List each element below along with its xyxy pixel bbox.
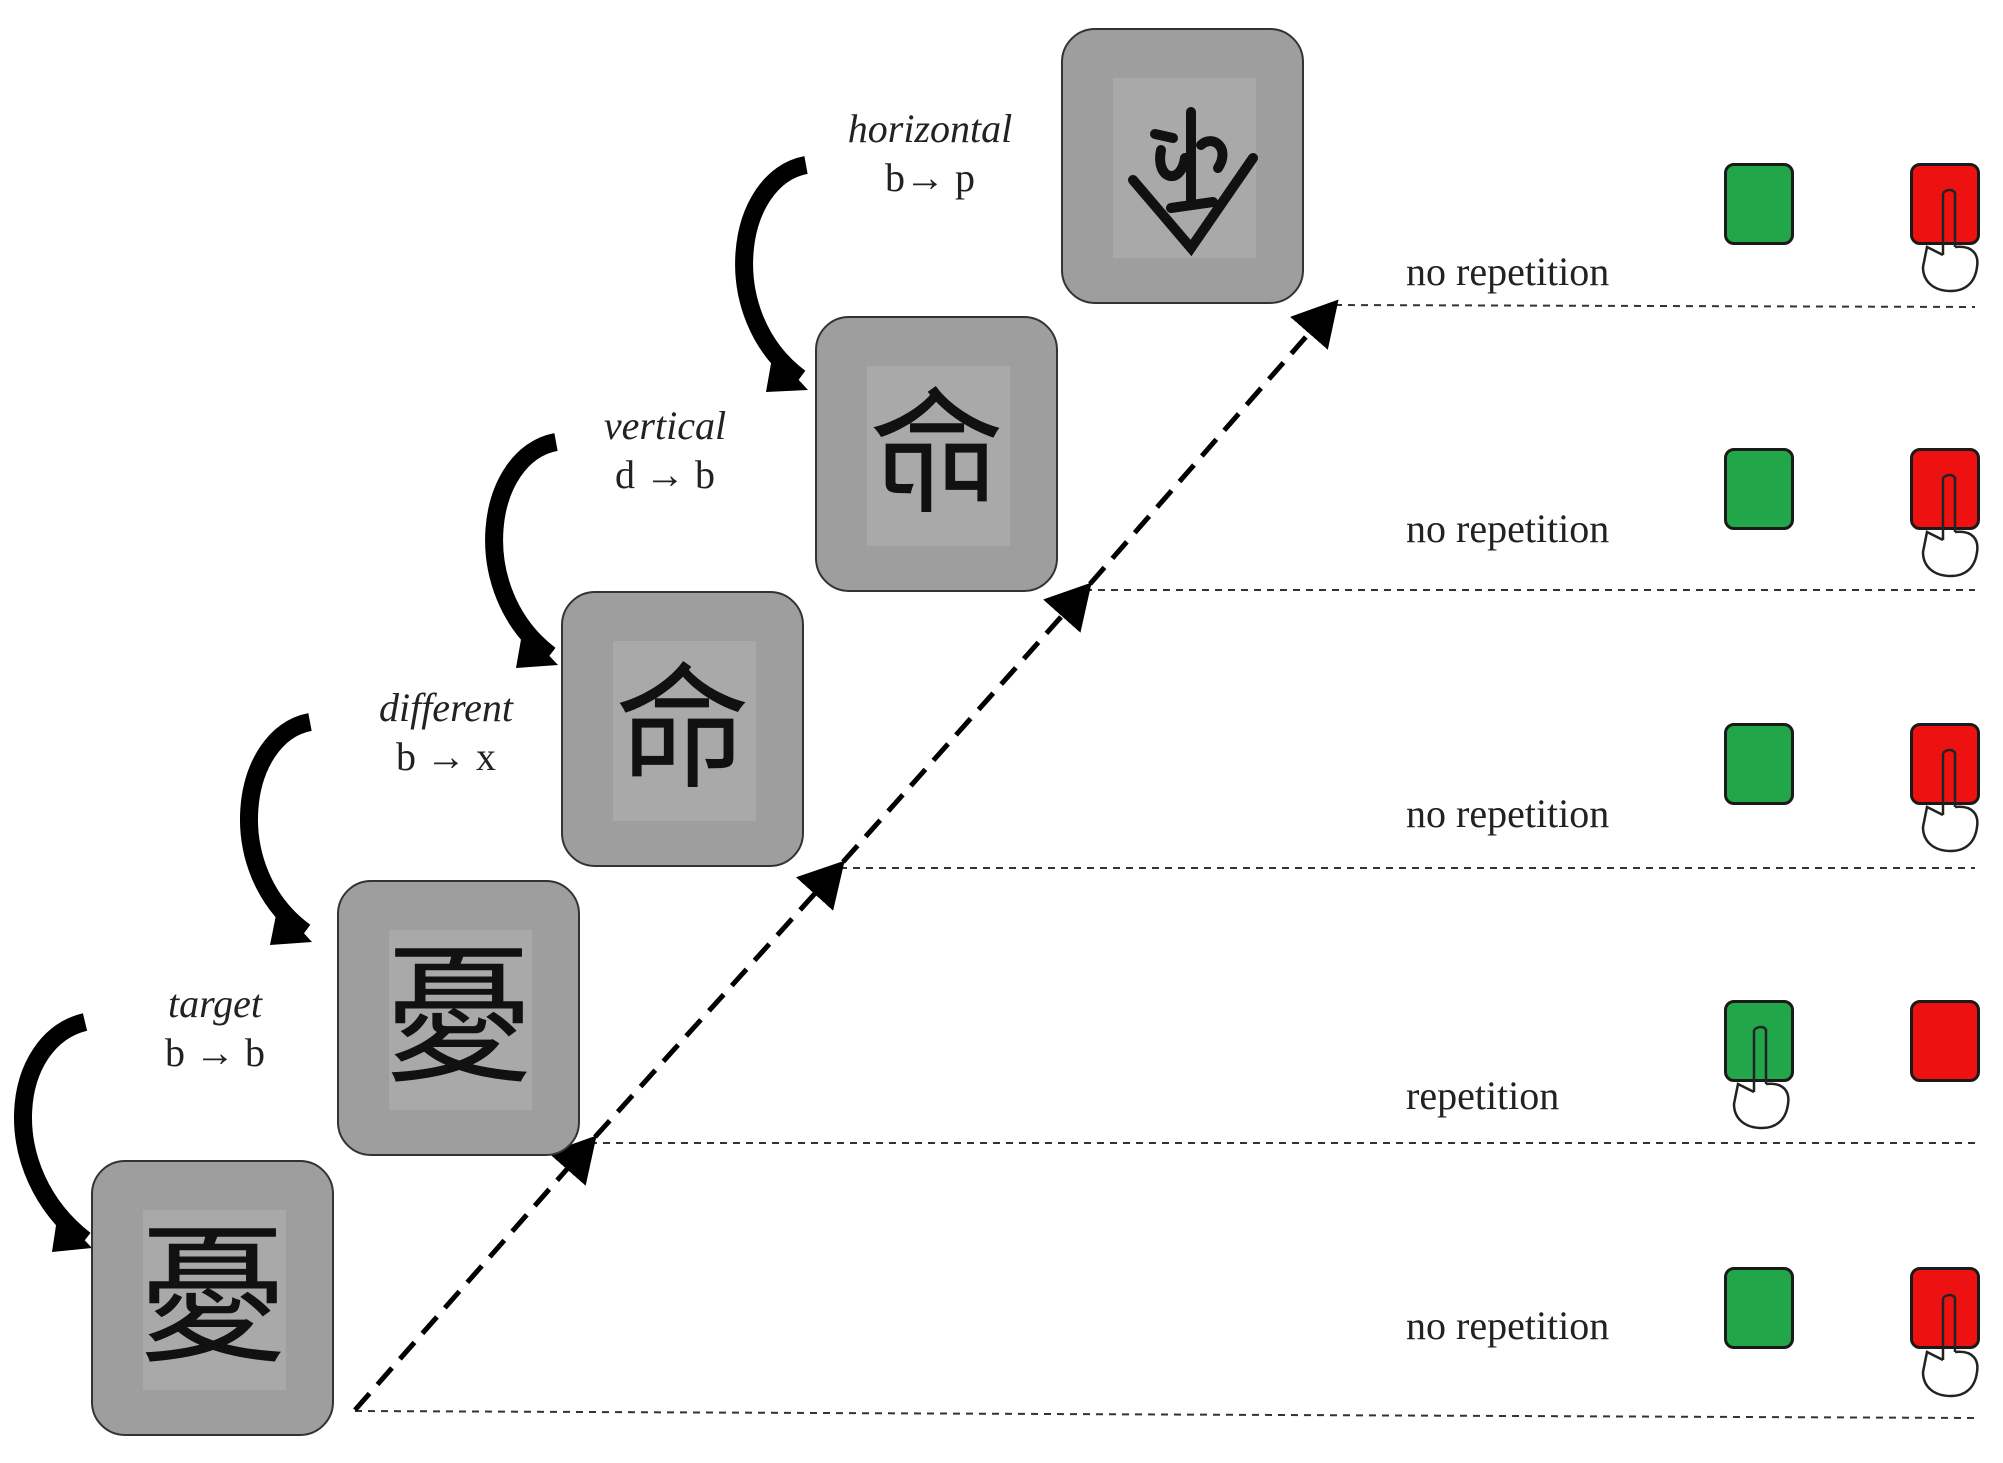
transition-name: different xyxy=(378,685,514,730)
diagonal-arrow-2 xyxy=(593,860,845,1139)
rotated-character-glyph xyxy=(1128,107,1258,257)
transition-rule: d → b xyxy=(615,452,715,497)
outcome-label-row-4: no repetition xyxy=(1406,506,1610,551)
transition-name: vertical xyxy=(603,403,727,448)
transition-label-different: different b → x xyxy=(326,684,566,780)
curved-arrow-1 xyxy=(14,1013,91,1248)
transition-rule: b → b xyxy=(165,1030,265,1075)
stimulus-card-inner xyxy=(613,641,756,821)
curved-arrow-2 xyxy=(240,713,313,940)
curved-arrow-4-head xyxy=(766,352,808,392)
curved-arrow-4 xyxy=(735,156,809,386)
transition-name: horizontal xyxy=(847,106,1013,151)
diagonal-arrow-4 xyxy=(1088,299,1339,586)
transition-name: target xyxy=(167,981,263,1026)
transition-label-horizontal: horizontal b→ p xyxy=(810,105,1050,201)
transition-rule: b→ p xyxy=(885,155,975,200)
red-response-button[interactable] xyxy=(1910,448,1980,530)
outcome-label-row-2: repetition xyxy=(1406,1073,1560,1118)
stimulus-card-1: 憂 xyxy=(91,1160,334,1436)
stimulus-character: 命 xyxy=(869,375,1004,533)
red-response-button[interactable] xyxy=(1910,1000,1980,1082)
red-response-button[interactable] xyxy=(1910,163,1980,245)
curved-arrow-2-head xyxy=(270,905,312,945)
stimulus-card-inner xyxy=(389,930,532,1110)
diagonal-arrow-1 xyxy=(353,1135,597,1412)
outcome-label-row-1: no repetition xyxy=(1406,1303,1610,1348)
stimulus-character: 憂 xyxy=(383,931,534,1105)
red-response-button[interactable] xyxy=(1910,1267,1980,1349)
curved-arrow-3-head xyxy=(516,628,558,668)
transition-label-vertical: vertical d → b xyxy=(545,402,785,498)
green-response-button[interactable] xyxy=(1724,1000,1794,1082)
green-response-button[interactable] xyxy=(1724,723,1794,805)
green-response-button[interactable] xyxy=(1724,1267,1794,1349)
pointing-hand-icon xyxy=(1732,1025,1790,1130)
red-response-button[interactable] xyxy=(1910,723,1980,805)
stimulus-card-5 xyxy=(1061,28,1304,304)
pointing-hand-icon xyxy=(1921,188,1979,293)
stimulus-card-4: 命 xyxy=(815,316,1058,592)
transition-rule: b → x xyxy=(396,734,496,779)
stimulus-card-3: 命 xyxy=(561,591,804,867)
pointing-hand-icon xyxy=(1921,748,1979,853)
stimulus-card-inner xyxy=(143,1210,286,1390)
guide-line-5 xyxy=(1334,304,1976,308)
pointing-hand-icon xyxy=(1921,1293,1979,1398)
outcome-label-row-3: no repetition xyxy=(1406,791,1610,836)
outcome-label-row-5: no repetition xyxy=(1406,249,1610,294)
stimulus-character: 命 xyxy=(615,650,750,808)
stimulus-character: 憂 xyxy=(137,1211,288,1385)
green-response-button[interactable] xyxy=(1724,163,1794,245)
curved-arrow-3 xyxy=(485,433,559,663)
curved-arrow-1-head xyxy=(52,1212,92,1252)
transition-label-target: target b → b xyxy=(95,980,335,1076)
stimulus-card-2: 憂 xyxy=(337,880,580,1156)
diagonal-arrow-3 xyxy=(841,582,1092,864)
guide-line-1 xyxy=(354,1410,1976,1419)
green-response-button[interactable] xyxy=(1724,448,1794,530)
stimulus-card-inner xyxy=(867,366,1010,546)
pointing-hand-icon xyxy=(1921,473,1979,578)
